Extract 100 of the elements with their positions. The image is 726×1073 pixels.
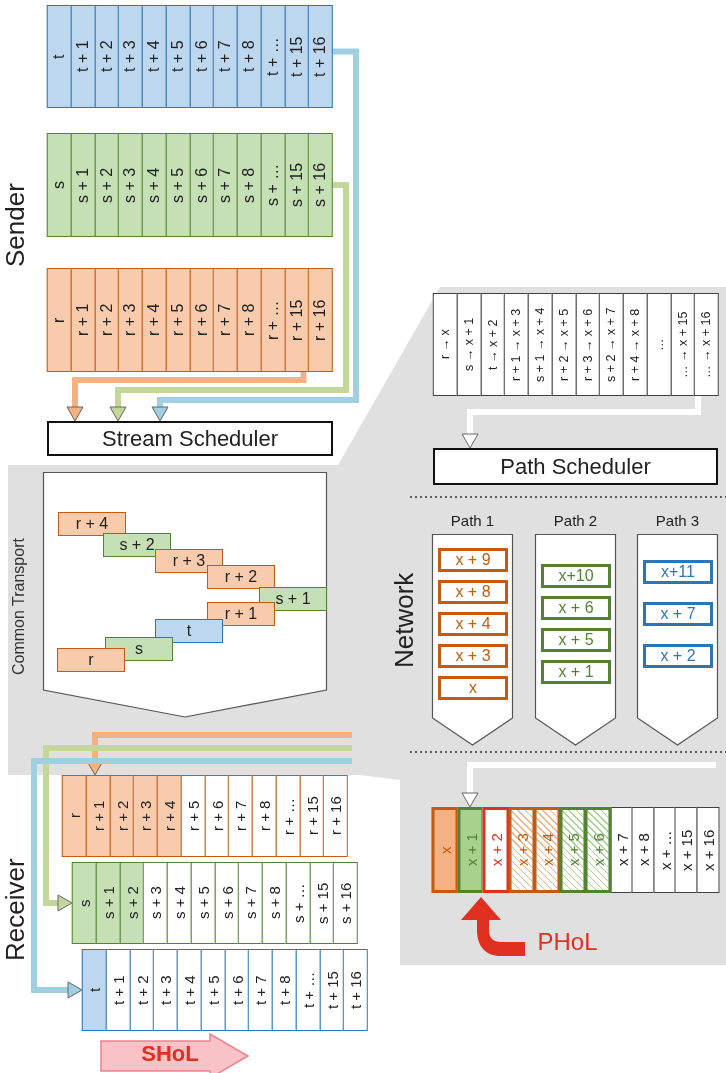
packet-box: s + 2 [103, 533, 171, 557]
packet-cell: r [62, 775, 87, 857]
packet-cell: t + 6 [189, 5, 215, 108]
scheduler-box: Stream Scheduler [47, 421, 333, 456]
packet-cell: t + 4 [177, 949, 202, 1031]
packet-cell: s + 1 [95, 862, 121, 944]
packet-cell: t + 4 [142, 5, 167, 108]
section-label: Receiver [2, 857, 28, 964]
packet-box: t [155, 619, 223, 643]
mapping-cell: r + 4 → x + 8 [623, 293, 648, 396]
mapping-cell: … → x + 15 [670, 293, 696, 396]
packet-cell: r + 6 [204, 775, 230, 857]
packet-cell: s + … [260, 133, 286, 237]
packet-cell: r + 1 [85, 775, 111, 857]
packet-cell: r + 4 [157, 775, 182, 857]
packet-cell: t + 5 [200, 949, 226, 1031]
packet-cell: t + 8 [237, 5, 262, 108]
packet-cell: s + 16 [308, 133, 333, 237]
packet-cell: s + 4 [167, 862, 192, 944]
mapping-cell: s + 2 → x + 7 [599, 293, 624, 396]
packet-cell: x + 7 [610, 807, 633, 893]
packet-cell: s + 3 [118, 133, 143, 237]
packet-cell: x + 5 [559, 807, 586, 893]
packet-cell: t + … [295, 949, 321, 1031]
packet-cell: t + 7 [213, 5, 238, 108]
packet-cell: r + 3 [118, 268, 143, 372]
packet-box: x [438, 676, 508, 700]
packet-box: x + 5 [541, 628, 611, 652]
packet-box: x+11 [643, 560, 713, 584]
packet-cell: t + 1 [70, 5, 96, 108]
packet-cell: s + 16 [333, 862, 358, 944]
packet-cell: t + 6 [224, 949, 250, 1031]
packet-cell: s [47, 133, 72, 237]
packet-cell: t + 2 [94, 5, 120, 108]
arrow [43, 745, 352, 912]
packet-cell: s + 6 [214, 862, 240, 944]
arrow [31, 758, 352, 999]
packet-cell: t [47, 5, 72, 108]
packet-cell: r + … [275, 775, 301, 857]
packet-cell: r + 7 [228, 775, 253, 857]
packet-cell: r + 1 [70, 268, 96, 372]
packet-cell: t [82, 949, 107, 1031]
packet-cell: s + 15 [284, 133, 310, 237]
packet-cell: s + 2 [94, 133, 120, 237]
packet-box: r + 4 [58, 512, 126, 536]
packet-cell: s + 5 [190, 862, 216, 944]
packet-cell: r + 16 [323, 775, 348, 857]
packet-cell: s + 7 [213, 133, 238, 237]
packet-cell: t + 15 [319, 949, 345, 1031]
arrow [151, 48, 359, 422]
packet-cell: t + 15 [284, 5, 310, 108]
packet-cell: r + 7 [213, 268, 238, 372]
mapping-cell: … [646, 293, 672, 396]
packet-box: x + 6 [541, 596, 611, 620]
mapping-cell: s → x + 1 [456, 293, 482, 396]
packet-cell: s + 5 [165, 133, 191, 237]
packet-cell: r + … [260, 268, 286, 372]
mapping-cell: t → x + 2 [480, 293, 506, 396]
packet-cell: s + 6 [189, 133, 215, 237]
packet-box: x + 1 [541, 660, 611, 684]
packet-cell: x + 16 [696, 807, 719, 893]
packet-cell: t + … [260, 5, 286, 108]
section-label: Network [390, 571, 418, 670]
packet-box: r + 2 [207, 565, 275, 589]
packet-cell: x + 8 [632, 807, 655, 893]
packet-cell: x + 4 [534, 807, 561, 893]
packet-cell: r + 5 [180, 775, 206, 857]
section-label: Sender [2, 182, 28, 269]
packet-box: s + 1 [259, 587, 327, 611]
packet-cell: x + 1 [457, 807, 484, 893]
packet-box: x + 7 [643, 602, 713, 626]
packet-cell: t + 5 [165, 5, 191, 108]
section-heading: Common Transport [9, 537, 28, 678]
packet-cell: r + 8 [252, 775, 277, 857]
packet-cell: s + 2 [119, 862, 145, 944]
packet-cell: r [47, 268, 72, 372]
packet-cell: s + 8 [237, 133, 262, 237]
packet-cell: t + 8 [272, 949, 297, 1031]
packet-cell: r + 6 [189, 268, 215, 372]
arrow-label: PHoL [536, 927, 599, 957]
packet-box: x + 8 [438, 580, 508, 604]
arrow-label: SHoL [140, 1040, 200, 1068]
packet-cell: s + 7 [238, 862, 263, 944]
scheduler-box: Path Scheduler [433, 448, 718, 485]
packet-cell: s + 15 [309, 862, 335, 944]
mapping-cell: r + 1 → x + 3 [504, 293, 529, 396]
mapping-cell: … → x + 16 [694, 293, 719, 396]
mapping-cell: r + 2 → x + 5 [551, 293, 577, 396]
packet-cell: x + … [653, 807, 676, 893]
packet-cell: x + 15 [675, 807, 698, 893]
path-heading: Path 2 [552, 510, 599, 530]
arrow [66, 372, 307, 422]
mapping-cell: s + 1 → x + 4 [528, 293, 553, 396]
packet-cell: t + 2 [129, 949, 155, 1031]
packet-box: x + 4 [438, 612, 508, 636]
packet-box: r [57, 648, 125, 672]
packet-cell: r + 16 [308, 268, 333, 372]
packet-box: r + 1 [207, 602, 275, 626]
packet-cell: s + 8 [262, 862, 287, 944]
packet-box: x + 9 [438, 548, 508, 572]
